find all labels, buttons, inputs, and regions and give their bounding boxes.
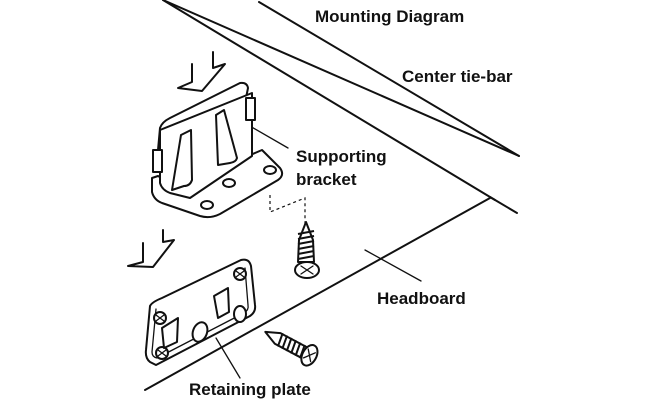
label-supporting-bracket-line1: Supporting <box>296 147 387 166</box>
bracket-tab-right <box>245 97 256 121</box>
tie-bar-edge-lower <box>162 0 496 201</box>
bracket-hole-1 <box>222 178 236 188</box>
tie-bar-edge-end <box>489 196 518 214</box>
diagram-title: Mounting Diagram <box>315 7 464 26</box>
retaining-plate <box>144 258 257 366</box>
headboard-edge <box>144 197 491 391</box>
down-arrow-plate-icon <box>127 229 175 268</box>
center-tie-bar <box>162 0 520 214</box>
plate-screw-hole <box>233 305 247 323</box>
label-retaining-plate: Retaining plate <box>189 380 311 399</box>
bracket-hole-2 <box>263 165 277 175</box>
leader-retaining-plate <box>215 337 241 379</box>
screw-guide-dashed <box>269 195 306 225</box>
plate-center-hole <box>191 321 209 343</box>
label-center-tie-bar: Center tie-bar <box>402 67 513 86</box>
label-headboard: Headboard <box>377 289 466 308</box>
tie-bar-edge-upper <box>162 0 520 157</box>
screw-lower-icon <box>264 330 319 367</box>
supporting-bracket <box>151 81 284 219</box>
plate-hook-right <box>213 287 230 319</box>
down-arrow-bracket-icon <box>177 51 226 92</box>
tie-bar-edge-right <box>258 1 520 157</box>
screw-upper-icon <box>294 221 320 279</box>
bracket-hole-3 <box>200 200 214 210</box>
plate-hook-left <box>161 317 179 349</box>
headboard <box>144 197 491 391</box>
bracket-tab-left <box>152 149 163 173</box>
leader-headboard <box>364 249 422 282</box>
label-supporting-bracket-line2: bracket <box>296 170 357 189</box>
